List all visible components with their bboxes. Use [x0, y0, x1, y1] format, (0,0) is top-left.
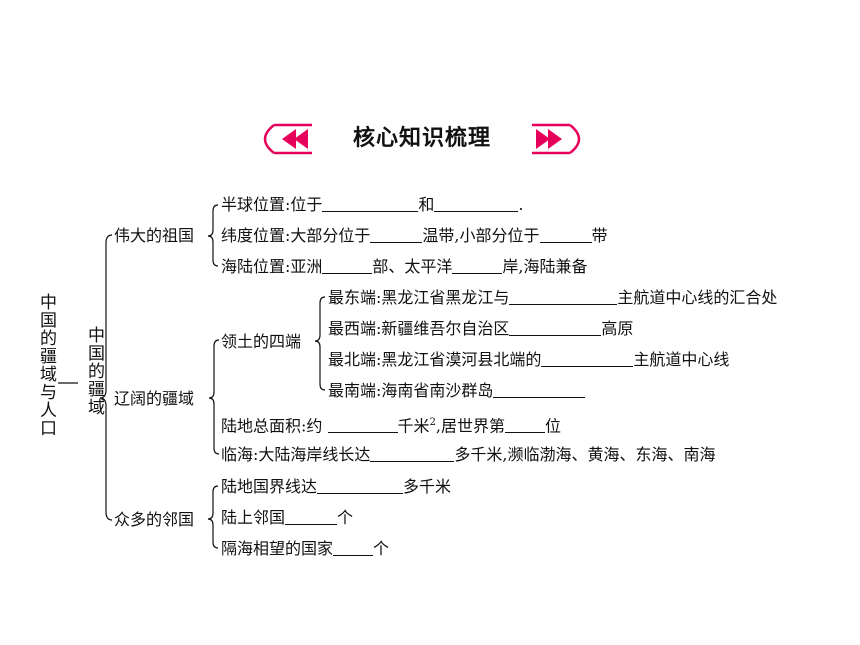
text: 和: [418, 195, 435, 214]
four-ends-label: 领土的四端: [221, 332, 302, 351]
row-across-sea: 隔海相望的国家 个: [221, 539, 389, 559]
text: 个: [373, 539, 390, 558]
text: 主航道中心线: [633, 350, 730, 369]
text: 陆地总面积:约: [221, 416, 323, 436]
row-latitude: 纬度位置:大部分位于 温带,小部分位于 带: [221, 226, 608, 246]
row-border: 陆地国界线达 多千米: [221, 477, 451, 497]
row-hemisphere: 半球位置:位于 和.: [221, 195, 524, 215]
row-north: 最北端:黑龙江省漠河县北端的 主航道中心线: [328, 350, 729, 370]
root-label: 中国的疆域与人口: [36, 293, 56, 437]
blank: [434, 195, 519, 212]
row-sea: 临海:大陆海岸线长达 多千米,濒临渤海、黄海、东海、南海: [221, 445, 716, 465]
text: 最东端:黑龙江省黑龙江与: [328, 288, 510, 307]
blank: [285, 508, 338, 525]
blank: [370, 226, 423, 243]
text: 高原: [601, 319, 634, 338]
section-banner: 核心知识梳理: [252, 117, 592, 161]
blank: [509, 319, 602, 336]
row-area: 陆地总面积:约 千米2,居世界第 位: [221, 413, 561, 436]
blank: [322, 257, 373, 274]
text: 隔海相望的国家: [221, 539, 334, 558]
text: ,居世界第: [435, 416, 505, 436]
text: 陆地国界线达: [221, 477, 318, 496]
text: 位: [544, 416, 561, 436]
group-label-vast: 辽阔的疆域: [114, 389, 195, 408]
group-label-neighbors: 众多的邻国: [114, 510, 195, 529]
row-land-neighbors: 陆上邻国 个: [221, 508, 353, 528]
text: 最西端:新疆维吾尔自治区: [328, 319, 510, 338]
superscript: 2: [429, 417, 436, 428]
blank: [493, 381, 586, 398]
text: 临海:大陆海岸线长达: [221, 445, 371, 464]
row-west: 最西端:新疆维吾尔自治区 高原: [328, 319, 633, 339]
text: 带: [591, 226, 608, 245]
blank: [539, 226, 592, 243]
text: 陆上邻国: [221, 508, 286, 527]
blank: [327, 416, 398, 434]
row-south: 最南端:海南省南沙群岛: [328, 381, 586, 401]
text: 千米: [397, 416, 430, 436]
level1-label: 中国的疆域: [84, 326, 104, 416]
blank: [504, 416, 545, 434]
blank: [452, 257, 503, 274]
group-label-great: 伟大的祖国: [114, 226, 195, 245]
text: 部、太平洋: [372, 257, 453, 276]
blank: [509, 288, 618, 305]
text: 主航道中心线的汇合处: [617, 288, 778, 307]
blank: [322, 195, 419, 212]
text: 半球位置:位于: [221, 195, 323, 214]
row-sealand: 海陆位置:亚洲 部、太平洋 岸,海陆兼备: [221, 257, 588, 277]
blank: [317, 477, 404, 494]
banner-title: 核心知识梳理: [352, 126, 491, 151]
text: 多千米: [403, 477, 452, 496]
text: 最北端:黑龙江省漠河县北端的: [328, 350, 542, 369]
text: 纬度位置:大部分位于: [221, 226, 371, 245]
banner-frame: [263, 123, 581, 155]
blank: [333, 539, 374, 556]
text: 个: [337, 508, 354, 527]
row-east: 最东端:黑龙江省黑龙江与 主航道中心线的汇合处: [328, 288, 777, 308]
blank: [370, 445, 455, 462]
text: 岸,海陆兼备: [502, 257, 588, 276]
blank: [541, 350, 634, 367]
text: 温带,小部分位于: [422, 226, 540, 245]
text: .: [518, 195, 524, 214]
text: 海陆位置:亚洲: [221, 257, 323, 276]
text: 最南端:海南省南沙群岛: [328, 381, 494, 400]
text: 多千米,濒临渤海、黄海、东海、南海: [454, 445, 716, 464]
